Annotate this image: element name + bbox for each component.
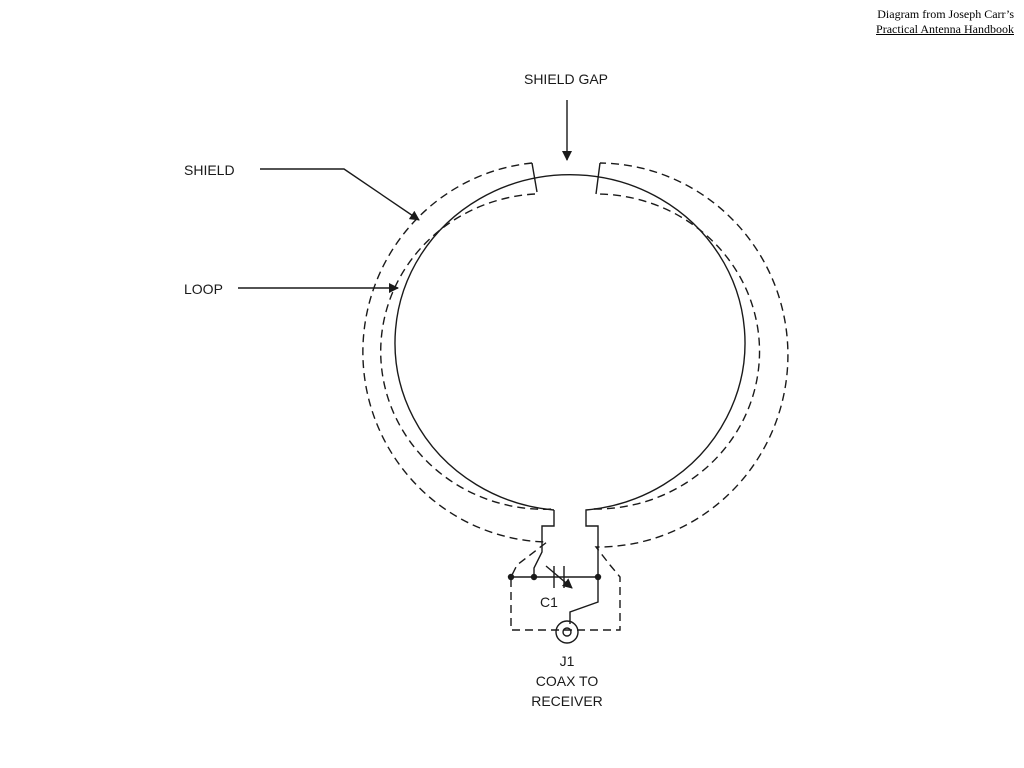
- caption-author: Diagram from Joseph Carr’s: [877, 7, 1014, 21]
- capacitor-variable-arrow: [545, 565, 573, 589]
- shield-gap-end-left: [531, 162, 538, 193]
- shield-gap-end-right: [595, 162, 601, 195]
- caption-book-title: Practical Antenna Handbook: [876, 22, 1014, 36]
- label-shield-gap: SHIELD GAP: [524, 71, 608, 87]
- label-c1: C1: [540, 594, 558, 610]
- source-caption: Diagram from Joseph Carr’s Practical Ant…: [876, 7, 1014, 37]
- junction-dot-shield: [507, 573, 515, 581]
- label-coax-to: COAX TO: [536, 673, 599, 689]
- connector-lead: [569, 577, 599, 624]
- loop-conductor: [394, 174, 746, 577]
- shield-outer: [362, 162, 789, 631]
- label-loop: LOOP: [184, 281, 223, 297]
- shield-inner: [379, 193, 761, 510]
- junction-dot-left: [530, 573, 538, 581]
- junction-dot-right: [594, 573, 602, 581]
- coax-connector-center: [562, 627, 572, 637]
- label-shield: SHIELD: [184, 162, 235, 178]
- coax-connector-j1: [555, 620, 579, 644]
- loop-lead-left: [533, 510, 555, 577]
- label-receiver: RECEIVER: [531, 693, 603, 709]
- label-j1: J1: [560, 653, 575, 669]
- shield-arrow: [260, 168, 420, 221]
